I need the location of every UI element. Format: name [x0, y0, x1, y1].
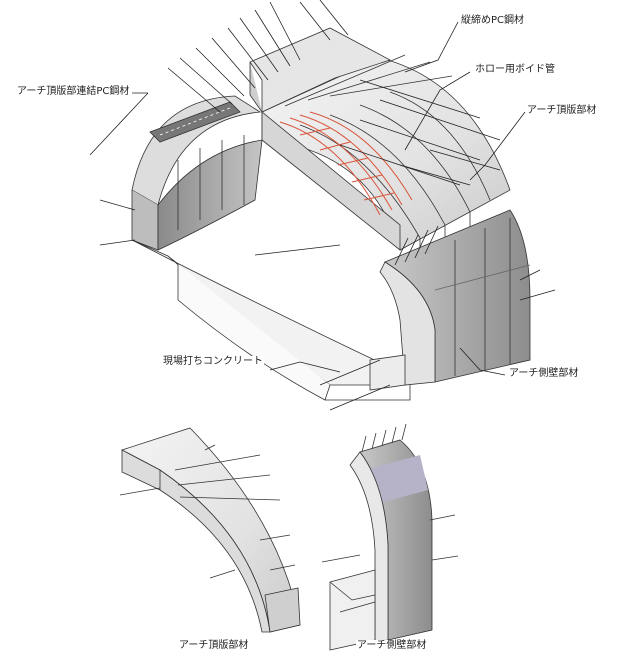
sidewall-assembled	[369, 209, 531, 391]
label-void-pipe: ホロー用ボイド管	[474, 64, 556, 76]
label-longitudinal-pc: 縦締めPC鋼材	[460, 15, 526, 27]
label-arch-crown-connection-pc: アーチ頂版部連結PC鋼材	[16, 86, 131, 98]
caption-crown-member: アーチ頂版部材	[178, 640, 250, 652]
label-cast-in-place-concrete: 現場打ちコンクリート	[162, 356, 264, 368]
pc-tendons-top	[167, 0, 501, 266]
leader-lines	[89, 21, 556, 411]
caption-sidewall-member: アーチ側壁部材	[356, 640, 428, 652]
label-arch-crown-member: アーチ頂版部材	[526, 105, 598, 117]
sidewall-member-detail	[321, 423, 459, 651]
label-arch-sidewall-member: アーチ側壁部材	[508, 368, 580, 380]
crown-member-detail	[119, 427, 301, 633]
crown-members-assembled	[249, 27, 511, 255]
arch-far-portal	[131, 95, 263, 251]
cast-in-place-base	[131, 239, 411, 401]
